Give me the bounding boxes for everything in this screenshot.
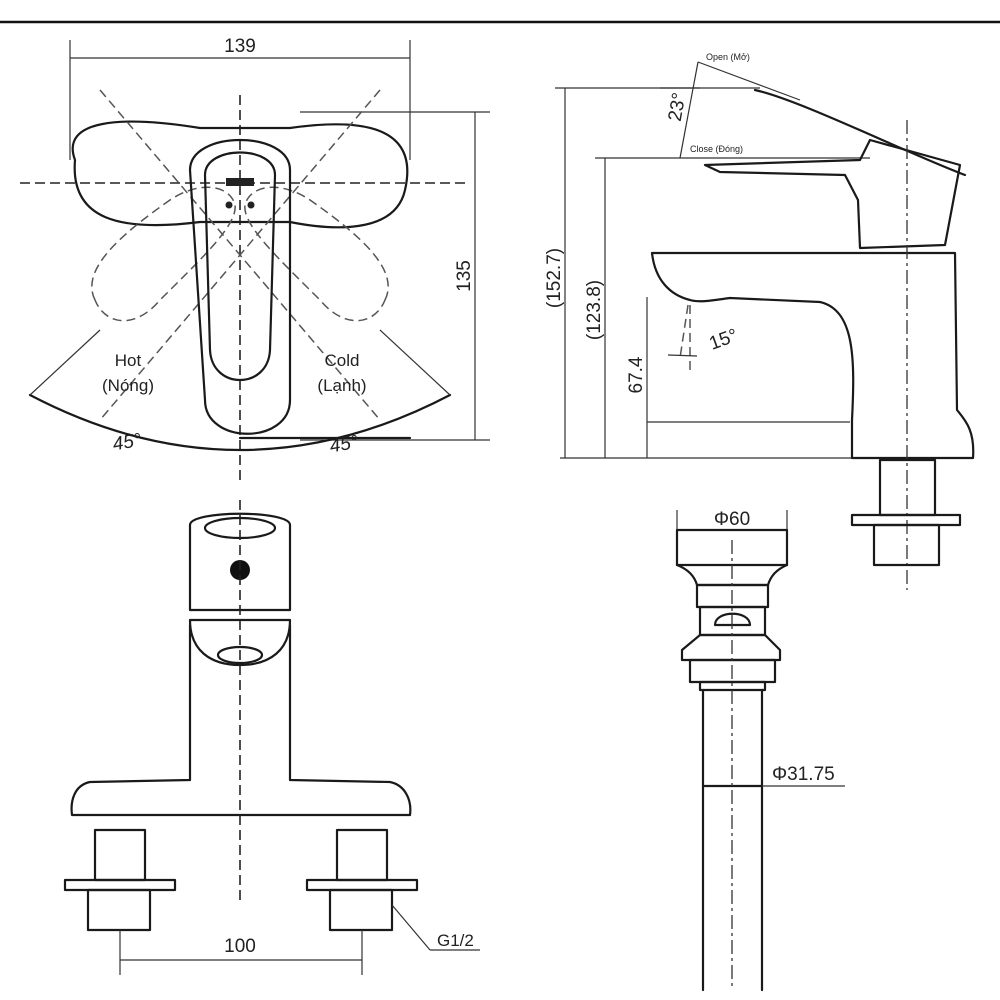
front-view: 100 G1/2	[63, 500, 480, 975]
front-handle	[188, 512, 292, 612]
drain-flange	[680, 633, 782, 662]
lever-hot-position	[91, 186, 236, 322]
thread-label: G1/2	[437, 931, 474, 950]
left-inlet-nut	[86, 888, 152, 932]
cold-label-vi: (Lạnh)	[317, 376, 366, 395]
drain-pipe	[701, 688, 764, 992]
close-label: Close (Đóng)	[690, 144, 743, 154]
faucet-body	[650, 251, 975, 460]
spout-angle: 15°	[707, 325, 741, 355]
handle-angle: 23°	[665, 91, 691, 123]
body-height-dimension: (123.8)	[584, 280, 605, 340]
handle-inner	[203, 151, 277, 382]
right-inlet-nut	[328, 888, 394, 932]
handle-logo	[226, 178, 254, 186]
handle-open-position	[753, 88, 967, 177]
hot-label-vi: (Nóng)	[102, 376, 154, 395]
inlet-nut	[872, 523, 941, 567]
right-inlet-shank	[335, 828, 389, 882]
total-height-dimension: (152.7)	[544, 248, 565, 308]
inlet-washer	[850, 513, 962, 527]
spout-height-dimension: 67.4	[626, 356, 647, 393]
lever-cold-position	[244, 186, 389, 322]
inlet-spacing-dimension: 100	[224, 936, 256, 957]
width-dimension: 139	[224, 36, 256, 57]
pipe-diameter: Φ31.75	[772, 764, 835, 785]
left-inlet-shank	[93, 828, 147, 882]
hot-label: Hot	[115, 351, 142, 370]
hot-angle: 45°	[111, 430, 143, 456]
lever-center-position	[71, 120, 409, 229]
top-view: 139 135 Hot (Nóng) Cold (Lạnh) 45° 45°	[20, 36, 490, 480]
open-label: Open (Mở)	[706, 52, 750, 62]
handle-body	[188, 138, 292, 435]
cold-angle: 45°	[328, 432, 360, 458]
front-base	[70, 623, 412, 817]
height-dimension: 135	[454, 260, 475, 292]
side-view: (152.7) (123.8) 67.4 23° Open (Mở) Close…	[544, 52, 975, 590]
rotation-arc	[28, 393, 452, 452]
top-diameter: Φ60	[714, 509, 750, 530]
side-handle	[703, 138, 962, 250]
cold-label: Cold	[325, 351, 360, 370]
drain-view: Φ60 Φ31.75	[675, 509, 845, 992]
